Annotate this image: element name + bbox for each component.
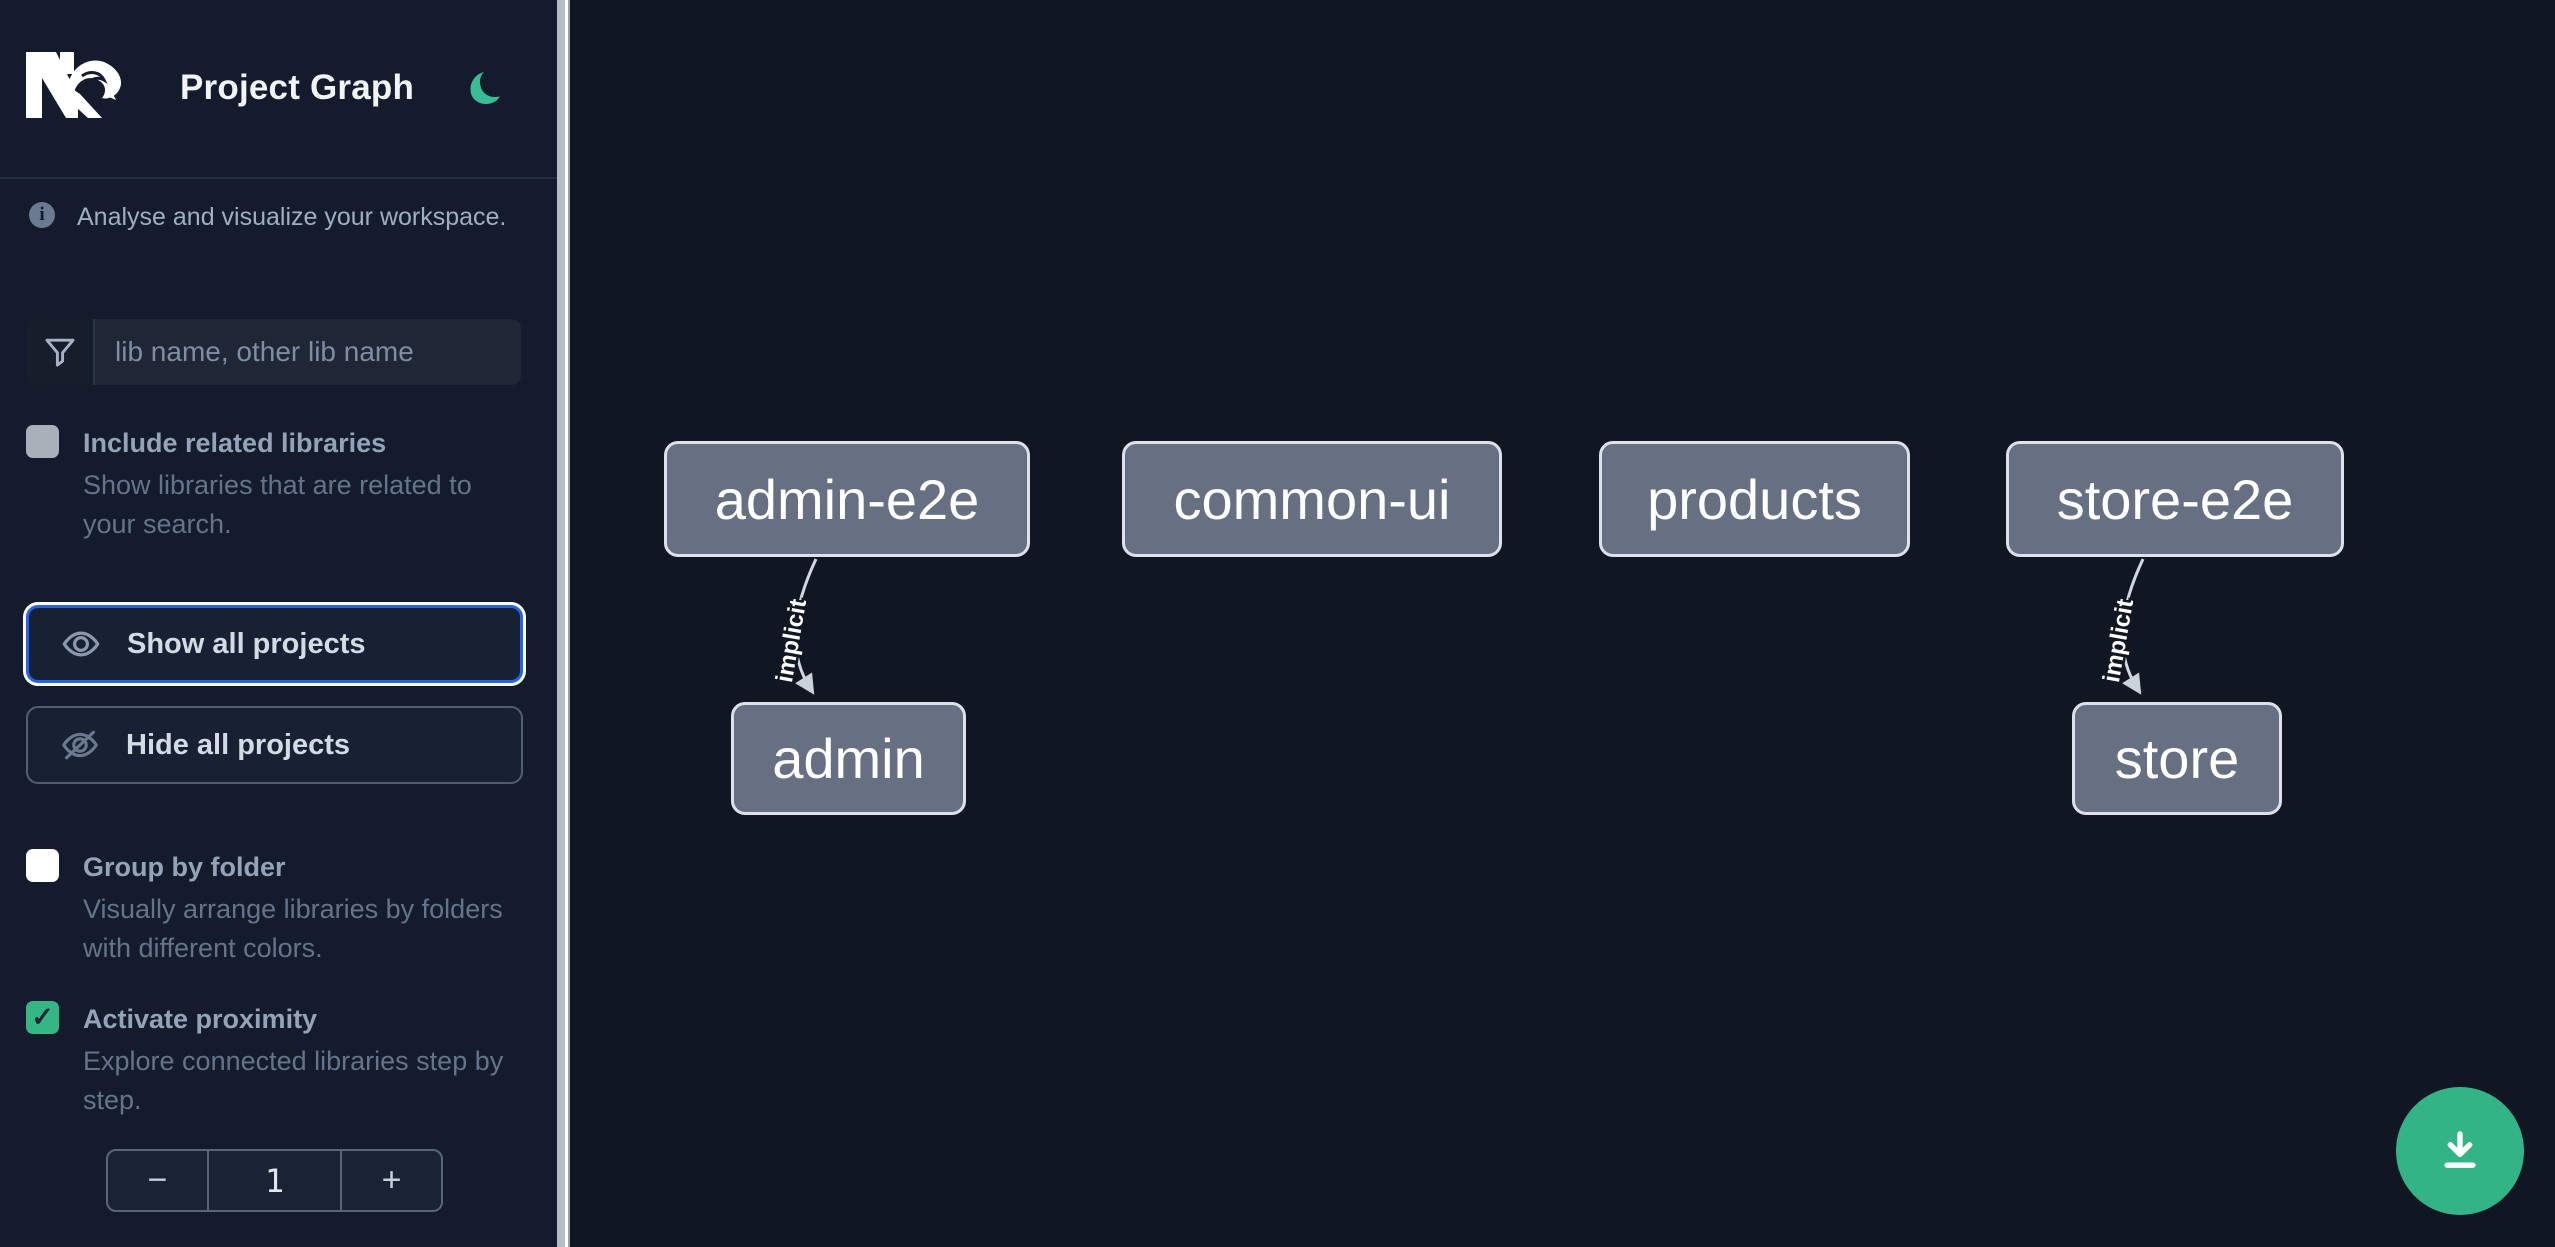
edge-store-e2e-to-store: [2120, 558, 2145, 695]
search-input[interactable]: [95, 319, 521, 385]
activate-proximity-description: Explore connected libraries step by step…: [83, 1046, 504, 1115]
include-related-label: Include related libraries: [83, 428, 387, 458]
eye-icon: [61, 628, 101, 660]
group-by-folder-checkbox[interactable]: [26, 849, 59, 882]
checkmark-icon: ✓: [31, 1002, 54, 1032]
download-icon: [2432, 1121, 2488, 1182]
hide-all-projects-button[interactable]: Hide all projects: [26, 706, 523, 784]
graph-node-admin-e2e[interactable]: admin-e2e: [664, 441, 1030, 557]
edge-label-implicit: implicit: [771, 597, 812, 684]
nx-logo-icon: [26, 50, 122, 125]
sidebar-resizer-handle[interactable]: [557, 0, 570, 1247]
show-all-projects-button[interactable]: Show all projects: [26, 605, 523, 683]
graph-canvas[interactable]: implicit implicit admin-e2e common-ui pr…: [570, 0, 2555, 1247]
show-all-projects-label: Show all projects: [127, 627, 366, 660]
download-graph-button[interactable]: [2396, 1087, 2524, 1215]
edge-label-implicit: implicit: [2098, 597, 2139, 684]
proximity-depth-stepper: − 1 +: [106, 1149, 443, 1212]
group-by-folder-label: Group by folder: [83, 852, 286, 882]
graph-node-store-e2e[interactable]: store-e2e: [2006, 441, 2344, 557]
edge-layer: implicit implicit: [769, 558, 2145, 695]
sidebar: Project Graph i Analyse and visualize yo…: [0, 0, 557, 1247]
header-divider: [0, 177, 557, 179]
filter-funnel-icon: [26, 319, 95, 385]
graph-node-products[interactable]: products: [1599, 441, 1910, 557]
search-bar: [26, 319, 521, 385]
increment-button[interactable]: +: [381, 1161, 402, 1199]
hide-all-projects-label: Hide all projects: [126, 728, 351, 761]
activate-proximity-label: Activate proximity: [83, 1004, 318, 1034]
include-related-description: Show libraries that are related to your …: [83, 470, 472, 539]
eye-slash-icon: [60, 728, 100, 762]
info-text: Analyse and visualize your workspace.: [77, 203, 507, 231]
graph-node-common-ui[interactable]: common-ui: [1122, 441, 1502, 557]
proximity-depth-value: 1: [207, 1151, 342, 1210]
activate-proximity-checkbox[interactable]: ✓: [26, 1001, 59, 1034]
decrement-button[interactable]: −: [147, 1161, 168, 1199]
graph-node-admin[interactable]: admin: [731, 702, 966, 815]
include-related-checkbox[interactable]: [26, 425, 59, 458]
page-title: Project Graph: [180, 68, 415, 107]
graph-node-store[interactable]: store: [2072, 702, 2282, 815]
group-by-folder-description: Visually arrange libraries by folders wi…: [83, 894, 503, 963]
edge-admin-e2e-to-admin: [793, 558, 818, 695]
info-icon: i: [29, 202, 55, 228]
theme-toggle-moon-icon[interactable]: [468, 70, 502, 111]
info-row: i Analyse and visualize your workspace.: [29, 202, 506, 232]
